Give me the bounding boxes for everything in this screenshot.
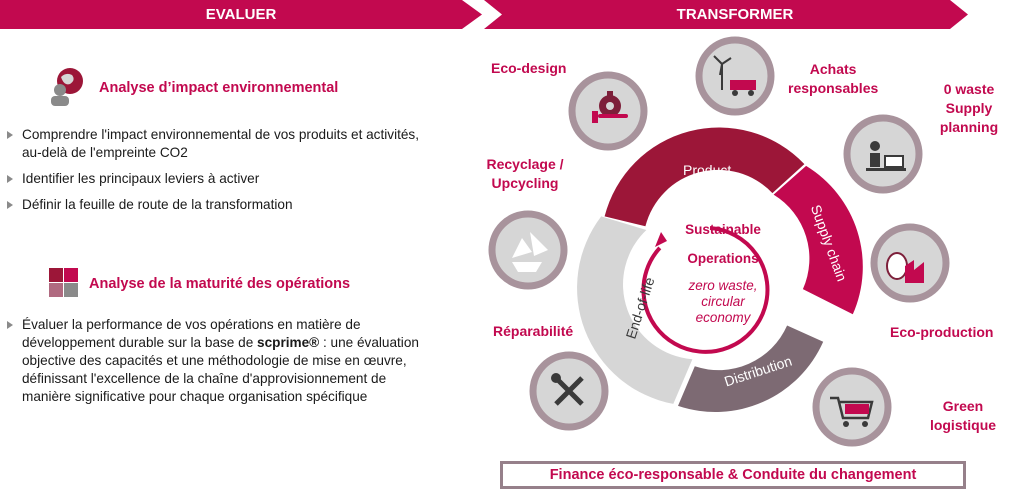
label-green-2: logistique [929, 417, 997, 433]
label-supply-planning: 0 waste Supply planning [924, 80, 1014, 137]
section-title-impact: Analyse d’impact environnemental [99, 80, 339, 96]
list-item: Identifier les principaux leviers à acti… [7, 170, 422, 188]
circle-achats [695, 36, 775, 116]
globe-person-icon [51, 68, 83, 106]
transformer-banner-label: TRANSFORMER [676, 6, 794, 23]
person-laptop-icon [866, 141, 906, 171]
factory-leaf-icon [886, 252, 924, 283]
label-green-1: Green [942, 398, 984, 414]
list-item: Comprendre l'impact environnemental de v… [7, 126, 422, 162]
center-title-1: Sustainable [685, 222, 761, 237]
label-eco-design: Eco-design [491, 60, 567, 76]
product-label: Product [683, 162, 732, 178]
evaluer-banner [0, 0, 482, 29]
maturity-text-pre: Évaluer la performance de vos opérations… [22, 317, 361, 350]
segment-supply-chain [773, 165, 863, 315]
center-title-2: Operations [687, 251, 759, 266]
label-achats-1: Achats [809, 61, 857, 77]
maturity-bullets: Évaluer la performance de vos opérations… [7, 316, 432, 414]
center-sub-3: economy [695, 310, 751, 325]
wheel [577, 127, 863, 412]
label-achats-2: responsables [788, 80, 879, 96]
transformer-banner [484, 0, 968, 29]
label-reparabilite: Réparabilité [493, 323, 574, 339]
label-green-logistique: Green logistique [918, 397, 1008, 435]
evaluer-banner-label: EVALUER [205, 6, 277, 23]
label-zero-waste-3: planning [939, 119, 999, 135]
list-item: Définir la feuille de route de la transf… [7, 196, 422, 214]
segment-distribution [678, 325, 824, 412]
finance-change-box: Finance éco-responsable & Conduite du ch… [500, 461, 966, 489]
scprime-brand: scprime® [257, 335, 320, 350]
center-arrow-head [655, 232, 667, 247]
label-recyclage-1: Recyclage / [486, 156, 564, 172]
center-sub-2: circular [701, 294, 745, 309]
label-recyclage: Recyclage / Upcycling [469, 155, 581, 193]
shopping-cart-icon [830, 396, 874, 427]
wind-turbine-truck-icon [713, 55, 756, 96]
segment-product [604, 127, 805, 227]
impact-bullets: Comprendre l'impact environnemental de v… [7, 126, 422, 222]
segment-end-of-life [577, 216, 693, 404]
recycle-icon [512, 232, 548, 272]
circle-supply-planning [843, 114, 923, 194]
wrench-screwdriver-icon [551, 373, 584, 406]
label-achats: Achats responsables [788, 60, 878, 98]
center-sub-1: zero waste, [688, 278, 758, 293]
maturity-text-post: : une évaluation objective des capacités… [22, 335, 419, 404]
label-zero-waste-1: 0 waste [943, 81, 995, 97]
label-zero-waste-2: Supply [945, 100, 993, 116]
puzzle-icon [49, 268, 78, 297]
gear-hand-icon [592, 91, 628, 123]
label-recyclage-2: Upcycling [491, 175, 559, 191]
center-subtitle: zero waste, circular economy [665, 278, 781, 326]
section-title-maturity: Analyse de la maturité des opérations [89, 276, 351, 292]
label-eco-production: Eco-production [890, 324, 994, 340]
list-item: Évaluer la performance de vos opérations… [7, 316, 432, 406]
center-arrow-ring [641, 226, 770, 354]
